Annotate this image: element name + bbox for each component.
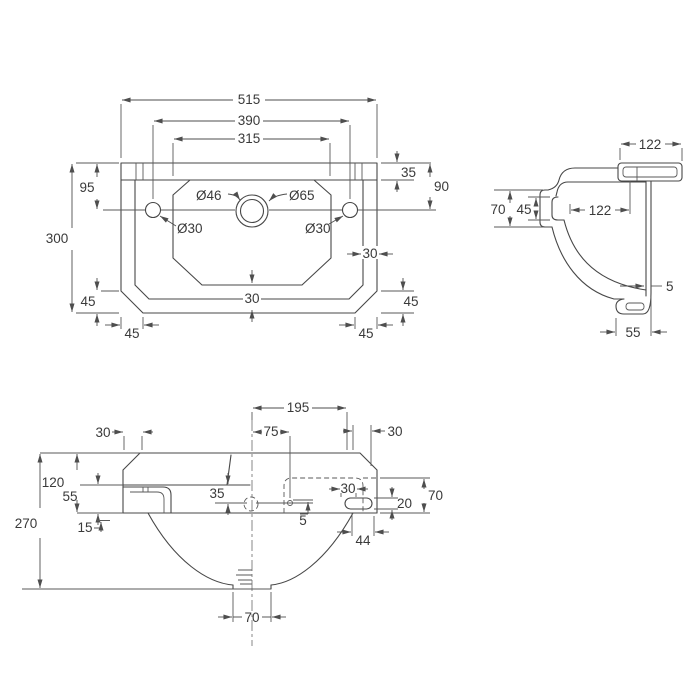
dim-front-left-inset: 30	[95, 425, 110, 440]
dim-side-lip-outer: 70	[490, 202, 505, 217]
leader-waste-inner	[227, 191, 241, 201]
plan-ledge-ticks	[135, 163, 363, 180]
ext-30tl	[123, 436, 143, 450]
ext-315	[172, 143, 331, 176]
leader-waste-outer	[268, 193, 288, 202]
side-bowl-inner-curve	[563, 219, 647, 291]
dim-waste-outer-dia: Ø65	[289, 188, 315, 203]
ext-44	[351, 513, 375, 536]
label-bg	[340, 481, 357, 493]
front-left-rim-inner	[130, 487, 165, 513]
plan-view: 515 390 315 95 300 35 90 Ø46 Ø65	[46, 92, 449, 341]
dim-front-slot-to-edge: 44	[355, 533, 371, 548]
ext-70-45	[494, 189, 550, 228]
front-left-rim-section	[122, 486, 172, 514]
front-overflow-hole-hidden	[243, 496, 259, 512]
plan-right-tap-hole	[341, 201, 359, 219]
leader-right-hole	[328, 215, 344, 225]
dim-front-slot-offset: 30	[340, 481, 355, 496]
dim-front-deck-to-waste: 35	[209, 486, 224, 501]
dim-plan-hole-centres: 390	[238, 113, 261, 128]
side-front-lip-inner	[551, 196, 565, 221]
plan-outer-outline	[120, 162, 378, 314]
ext-20	[374, 497, 398, 510]
side-deck-line	[555, 181, 647, 197]
dim-chamfer-left-h: 45	[124, 326, 139, 341]
dim-plan-overall-depth: 300	[46, 231, 69, 246]
leader-left-hole	[159, 215, 177, 227]
side-ledge-outer	[617, 162, 683, 182]
dim-front-trap-width: 70	[244, 610, 259, 625]
ext-45lh	[120, 317, 144, 329]
dim-front-right-height: 70	[428, 488, 443, 503]
ext-30tr	[352, 425, 372, 466]
dim-waste-inner-dia: Ø46	[196, 188, 222, 203]
front-trap-rings	[236, 569, 252, 585]
ext-390	[152, 125, 351, 199]
side-rim-top	[544, 167, 619, 191]
front-bowl-right-curve	[270, 512, 354, 586]
dim-side-depth: 122	[589, 203, 612, 218]
dim-front-right-inset: 30	[387, 424, 402, 439]
side-back-wall	[645, 180, 652, 297]
front-bowl-left-curve	[147, 512, 234, 586]
dim-chamfer-right-h: 45	[358, 326, 373, 341]
dim-front-rim-height: 120	[42, 475, 65, 490]
front-view: 195 30 75 30 120 55 15 270	[15, 400, 443, 646]
dim-plan-edge-to-hole: 90	[434, 179, 449, 194]
dim-front-deck-height: 55	[62, 489, 77, 504]
dim-chamfer-right-v: 45	[403, 294, 418, 309]
dim-plan-overall-width: 515	[238, 92, 261, 107]
plan-left-tap-hole	[144, 201, 162, 219]
side-front-lip-outer	[539, 189, 553, 228]
dim-front-centre-span: 195	[287, 400, 310, 415]
label-bg	[622, 324, 644, 338]
ext-515	[120, 104, 378, 158]
dim-plan-back-ledge: 35	[401, 165, 416, 180]
side-fixing-hook	[613, 292, 652, 315]
ext-70r	[380, 477, 430, 514]
plan-waste-outer-circle	[235, 194, 269, 228]
ext-45rv	[381, 290, 414, 314]
dim-left-hole-dia: Ø30	[177, 221, 203, 236]
side-fixing-slot	[625, 302, 645, 311]
dim-plan-bowl-width: 315	[238, 131, 261, 146]
ext-35	[381, 162, 431, 181]
plan-waste-inner-circle	[239, 198, 265, 224]
dim-front-lip-return: 15	[77, 520, 92, 535]
front-outer-outline	[122, 452, 378, 514]
front-fixing-slot	[344, 497, 373, 510]
side-ledge-inner	[622, 166, 678, 178]
dim-front-slot-height: 20	[397, 496, 412, 511]
side-bowl-outer-curve	[551, 226, 615, 300]
label-bg	[243, 291, 261, 304]
ext-55side	[615, 297, 652, 336]
ext-45rh	[354, 317, 378, 329]
ext-122mid	[569, 181, 631, 214]
ext-15	[94, 520, 110, 529]
dim-side-fixing-depth: 55	[625, 325, 640, 340]
plan-rim-line	[134, 179, 364, 300]
dim-front-centre-to-hole: 75	[263, 424, 278, 439]
dim-chamfer-left-v: 45	[80, 294, 95, 309]
plan-bowl-outline	[172, 179, 332, 286]
dim-right-hole-dia: Ø30	[305, 221, 331, 236]
ext-120	[40, 452, 140, 514]
dim-front-overall-height: 270	[15, 516, 38, 531]
ext-5f	[293, 499, 313, 515]
dim-plan-back-to-hole: 95	[79, 180, 94, 195]
dim-side-wall-thickness: 5	[666, 279, 674, 294]
dim-plan-rim-right: 30	[362, 246, 377, 261]
ext-70b	[232, 592, 272, 622]
front-hidden-deck	[283, 477, 377, 513]
dim-side-lip-inner: 45	[516, 202, 531, 217]
label-bg	[361, 246, 379, 259]
dim-plan-rim-bottom: 30	[244, 291, 259, 306]
ext-122top	[619, 148, 683, 161]
dim-front-hole-drop: 5	[299, 513, 307, 528]
side-view: 122 122 70 45 5 55	[490, 137, 683, 340]
dim-side-ledge-depth: 122	[639, 137, 662, 152]
